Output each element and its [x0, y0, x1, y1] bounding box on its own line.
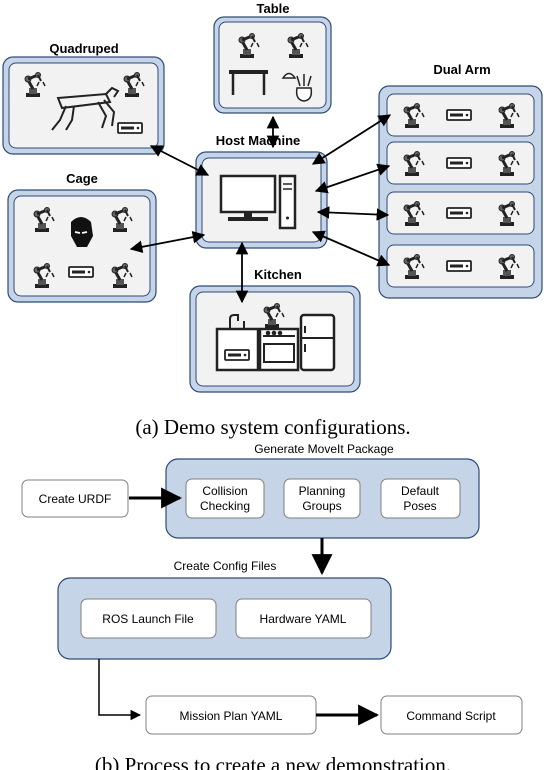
mission-plan-text: Mission Plan YAML: [180, 709, 283, 723]
controller-icon: [68, 266, 94, 278]
process-arrows: [129, 487, 380, 726]
create-urdf-node: Create URDF: [21, 479, 129, 518]
quadruped-label: Quadruped: [49, 41, 118, 56]
teapot-icon: [281, 72, 297, 79]
table-group: [213, 16, 332, 114]
dual-arm-station: [386, 141, 535, 185]
cage-group: [7, 189, 157, 303]
planning-groups-node: Planning Groups: [283, 478, 361, 519]
dual-arm-station: [386, 191, 535, 235]
controller-icon: [117, 122, 143, 134]
dual-arm-label: Dual Arm: [433, 62, 490, 77]
create-config-label: Create Config Files: [174, 559, 277, 573]
ros-launch-text: ROS Launch File: [102, 612, 194, 626]
generate-moveit-label: Generate MoveIt Package: [254, 442, 394, 456]
collision-text: Collision: [202, 484, 247, 498]
hardware-yaml-node: Hardware YAML: [235, 598, 372, 639]
dual-arm-station: [386, 93, 535, 137]
dual-arm-group: [378, 85, 543, 299]
host-machine-group: [195, 151, 328, 249]
command-script-node: Command Script: [380, 695, 523, 735]
default-text: Default: [401, 484, 440, 498]
connection-arrows: [129, 114, 392, 304]
command-script-text: Command Script: [406, 709, 496, 723]
helmet-icon: [71, 217, 93, 247]
robot-dog-icon: [51, 86, 120, 131]
caption-a: (a) Demo system configurations.: [135, 415, 410, 439]
quadruped-group: [2, 56, 165, 155]
cage-label: Cage: [66, 171, 98, 186]
create-config-panel: [57, 577, 392, 660]
table-icon: [229, 70, 268, 95]
poses-text: Poses: [403, 499, 436, 513]
groups-text: Groups: [302, 499, 341, 513]
checking-text: Checking: [200, 499, 250, 513]
controller-icon: [224, 349, 250, 361]
default-poses-node: Default Poses: [380, 478, 461, 519]
create-urdf-text: Create URDF: [39, 492, 112, 506]
process-arrow-elbow: [98, 659, 142, 721]
host-machine-label: Host Machine: [216, 133, 301, 148]
ros-launch-node: ROS Launch File: [80, 598, 217, 639]
hardware-yaml-text: Hardware YAML: [260, 612, 347, 626]
kitchen-label: Kitchen: [254, 267, 302, 282]
caption-b: (b) Process to create a new demonstratio…: [95, 753, 451, 770]
planning-text: Planning: [299, 484, 346, 498]
dual-arm-station: [386, 244, 535, 288]
table-label: Table: [257, 1, 290, 16]
mission-plan-node: Mission Plan YAML: [145, 695, 317, 735]
vase-icon: [295, 74, 313, 102]
computer-icon: [219, 174, 297, 230]
kitchen-group: [189, 285, 361, 393]
collision-checking-node: Collision Checking: [185, 478, 265, 519]
